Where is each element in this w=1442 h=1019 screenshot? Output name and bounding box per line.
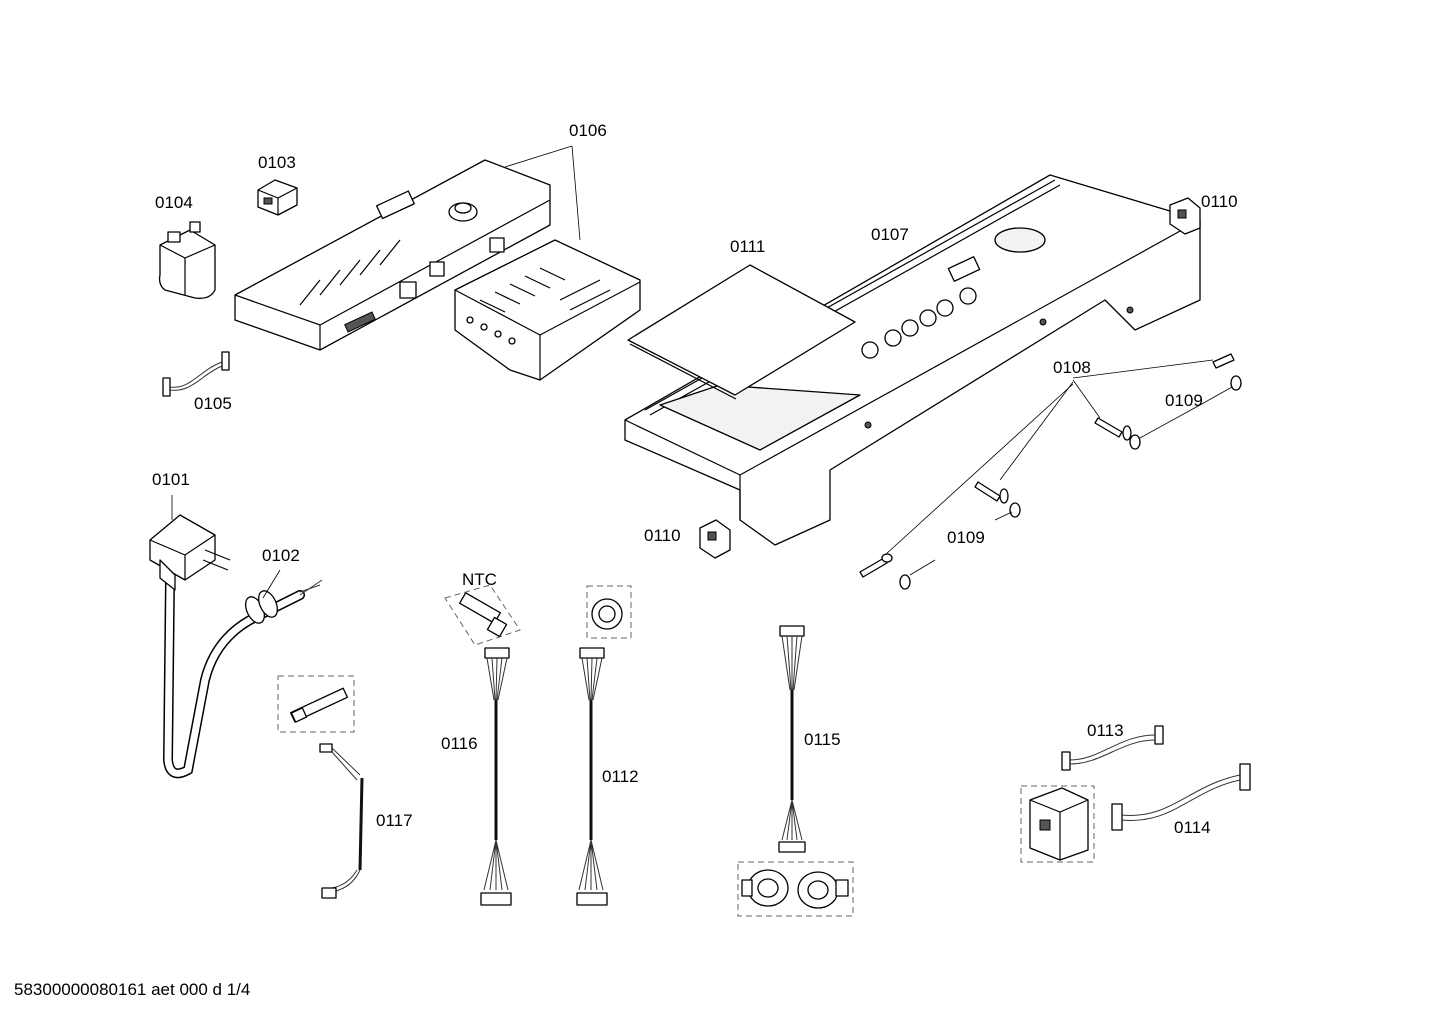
label-0117: 0117 — [376, 811, 413, 830]
part-0117-heating-harness — [277, 675, 364, 899]
label-0110-upper: 0110 — [1201, 192, 1238, 211]
label-0108: 0108 — [1053, 358, 1091, 377]
part-0111-overlay-foil — [627, 264, 856, 400]
document-footer-code: 58300000080161 aet 000 d 1/4 — [14, 980, 251, 999]
label-0107: 0107 — [871, 225, 909, 244]
label-0110-lower: 0110 — [644, 526, 681, 545]
part-0113-cable — [1061, 725, 1164, 771]
part-0112-wiring-harness — [576, 585, 632, 906]
label-0102: 0102 — [262, 546, 300, 565]
label-0104: 0104 — [155, 193, 193, 212]
label-0103: 0103 — [258, 153, 296, 172]
label-0112: 0112 — [602, 767, 639, 786]
part-0109-washers — [899, 375, 1242, 590]
label-0111: 0111 — [730, 237, 765, 256]
part-0106-electronic-module — [234, 159, 551, 351]
label-0106: 0106 — [569, 121, 607, 140]
part-0115-wiring-harness — [737, 625, 854, 917]
part-0108-screws — [859, 353, 1235, 578]
label-0114: 0114 — [1174, 818, 1211, 837]
part-0105-short-harness — [162, 351, 230, 397]
part-0110-clip-bottom — [699, 519, 731, 559]
label-0116: 0116 — [441, 734, 478, 753]
label-0115: 0115 — [804, 730, 841, 749]
part-0110-clip-top — [1169, 197, 1201, 235]
part-0114-cable — [1020, 763, 1251, 863]
label-0105: 0105 — [194, 394, 232, 413]
label-0109-upper: 0109 — [1165, 391, 1203, 410]
label-0101: 0101 — [152, 470, 190, 489]
label-0109-lower: 0109 — [947, 528, 985, 547]
part-0101-mains-cable — [149, 514, 305, 779]
part-0106-dispenser-tray — [454, 239, 641, 381]
part-ntc-sensor — [444, 584, 521, 646]
part-0103-cube — [257, 179, 298, 216]
leader-lines — [171, 145, 1233, 599]
label-ntc: NTC — [462, 570, 497, 589]
part-labels: 0101 0102 0103 0104 0105 0106 0107 0108 … — [152, 121, 1238, 837]
part-0104-filter — [158, 221, 216, 299]
part-0116-wiring-harness — [480, 647, 512, 906]
label-0113: 0113 — [1087, 721, 1124, 740]
